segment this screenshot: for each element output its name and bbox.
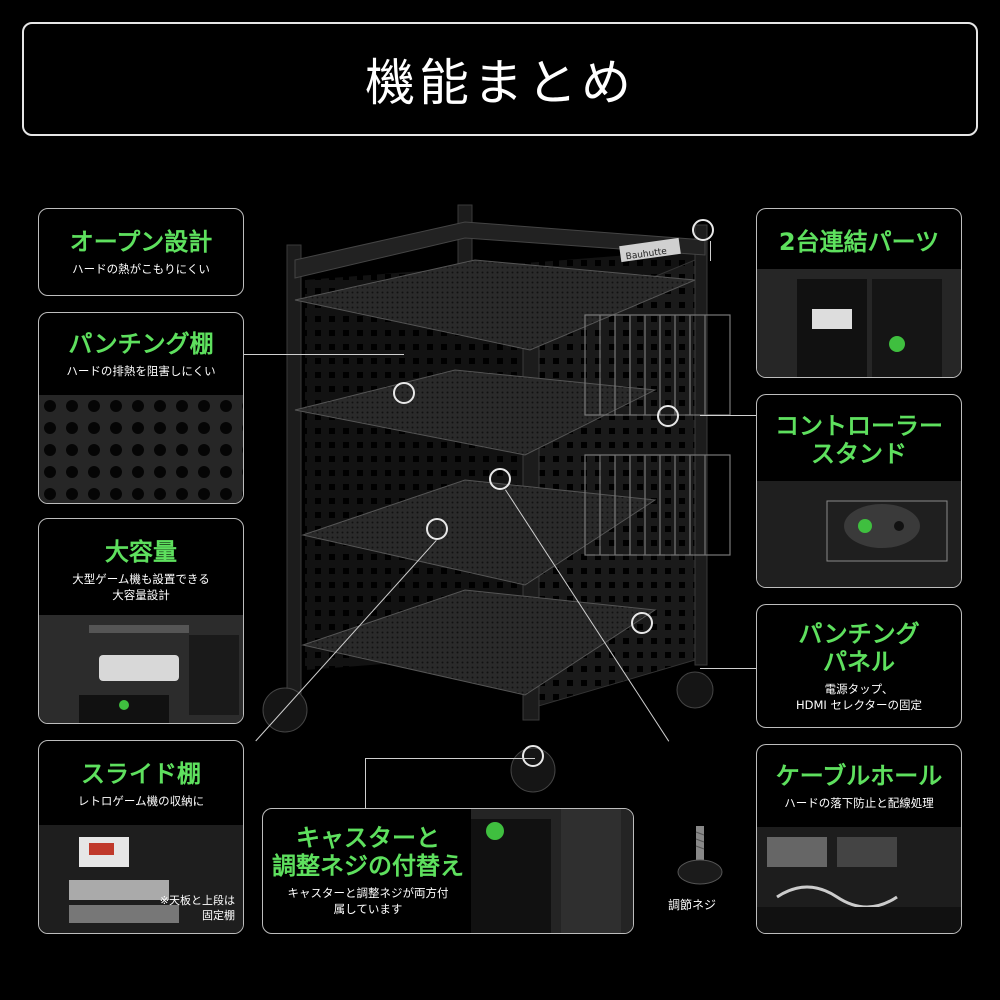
feature-card-caster: キャスターと 調整ネジの付替え キャスターと調整ネジが両方付 属しています (262, 808, 634, 934)
caster-photo (471, 809, 633, 933)
adjusting-screw-label: 調節ネジ (668, 898, 717, 912)
leader-line (700, 415, 756, 416)
large-capacity-photo (39, 615, 243, 723)
feature-card-punching-panel: パンチング パネル 電源タップ、 HDMI セレクターの固定 (756, 604, 962, 728)
feature-description: ハードの排熱を阻害しにくい (66, 364, 216, 378)
feature-card-large-capacity: 大容量 大型ゲーム機も設置できる 大容量設計 (38, 518, 244, 724)
feature-description: 大型ゲーム機も設置できる (72, 572, 210, 586)
feature-description: 電源タップ、 (824, 682, 894, 696)
feature-card-slide-shelf: スライド棚 レトロゲーム機の収納に ※天板と上段は 固定棚 (38, 740, 244, 934)
feature-description: HDMI セレクターの固定 (795, 698, 922, 712)
feature-heading: 2台連結パーツ (778, 228, 940, 256)
leader-line (244, 354, 404, 355)
feature-description: レトロゲーム機の収納に (77, 794, 205, 808)
feature-heading: コントローラー (775, 412, 943, 440)
feature-card-link-parts: 2台連結パーツ (756, 208, 962, 378)
feature-description: 属しています (333, 902, 403, 916)
callout-ring-cable-hole (489, 468, 511, 490)
feature-heading: パンチング (798, 620, 920, 648)
feature-card-punching-shelf: パンチング棚 ハードの排熱を阻害しにくい (38, 312, 244, 504)
feature-description: ハードの熱がこもりにくい (72, 262, 210, 276)
feature-card-controller-stand: コントローラー スタンド (756, 394, 962, 588)
page-title: 機能まとめ (365, 54, 635, 112)
callout-ring-controller (657, 405, 679, 427)
callout-ring-punching-shelf (393, 382, 415, 404)
title-banner: 機能まとめ (22, 22, 978, 136)
feature-heading: キャスターと (296, 824, 440, 852)
feature-heading: オープン設計 (69, 228, 213, 256)
leader-line (700, 668, 756, 669)
slide-shelf-photo (39, 825, 243, 933)
feature-card-cable-hole: ケーブルホール ハードの落下防止と配線処理 (756, 744, 962, 934)
callout-ring-panel (631, 612, 653, 634)
rack-illustration: Bauhutte (262, 204, 731, 793)
callout-ring-cable-top (692, 219, 714, 241)
feature-heading: スライド棚 (81, 760, 201, 788)
slide-shelf-note: ※天板と上段は 固定棚 (159, 894, 235, 922)
feature-description: ハードの落下防止と配線処理 (784, 796, 934, 810)
controller-stand-photo (757, 481, 961, 587)
callout-ring-slide (426, 518, 448, 540)
link-parts-photo (757, 269, 961, 377)
cable-hole-photo (757, 827, 961, 933)
leader-line (710, 241, 711, 261)
punching-shelf-photo (39, 395, 243, 503)
feature-description: 大容量設計 (112, 588, 170, 602)
leader-line (365, 758, 366, 810)
feature-description: キャスターと調整ネジが両方付 (287, 886, 449, 900)
feature-heading: スタンド (811, 440, 907, 468)
leader-line (365, 758, 535, 759)
adjusting-screw-icon (677, 826, 723, 885)
feature-heading: パンチング棚 (68, 330, 214, 358)
feature-heading: 大容量 (105, 538, 177, 566)
feature-heading: 調整ネジの付替え (272, 852, 464, 880)
feature-card-open-design: オープン設計 ハードの熱がこもりにくい (38, 208, 244, 296)
feature-heading: ケーブルホール (775, 762, 943, 790)
feature-heading: パネル (823, 648, 895, 676)
callout-ring-caster (522, 745, 544, 767)
